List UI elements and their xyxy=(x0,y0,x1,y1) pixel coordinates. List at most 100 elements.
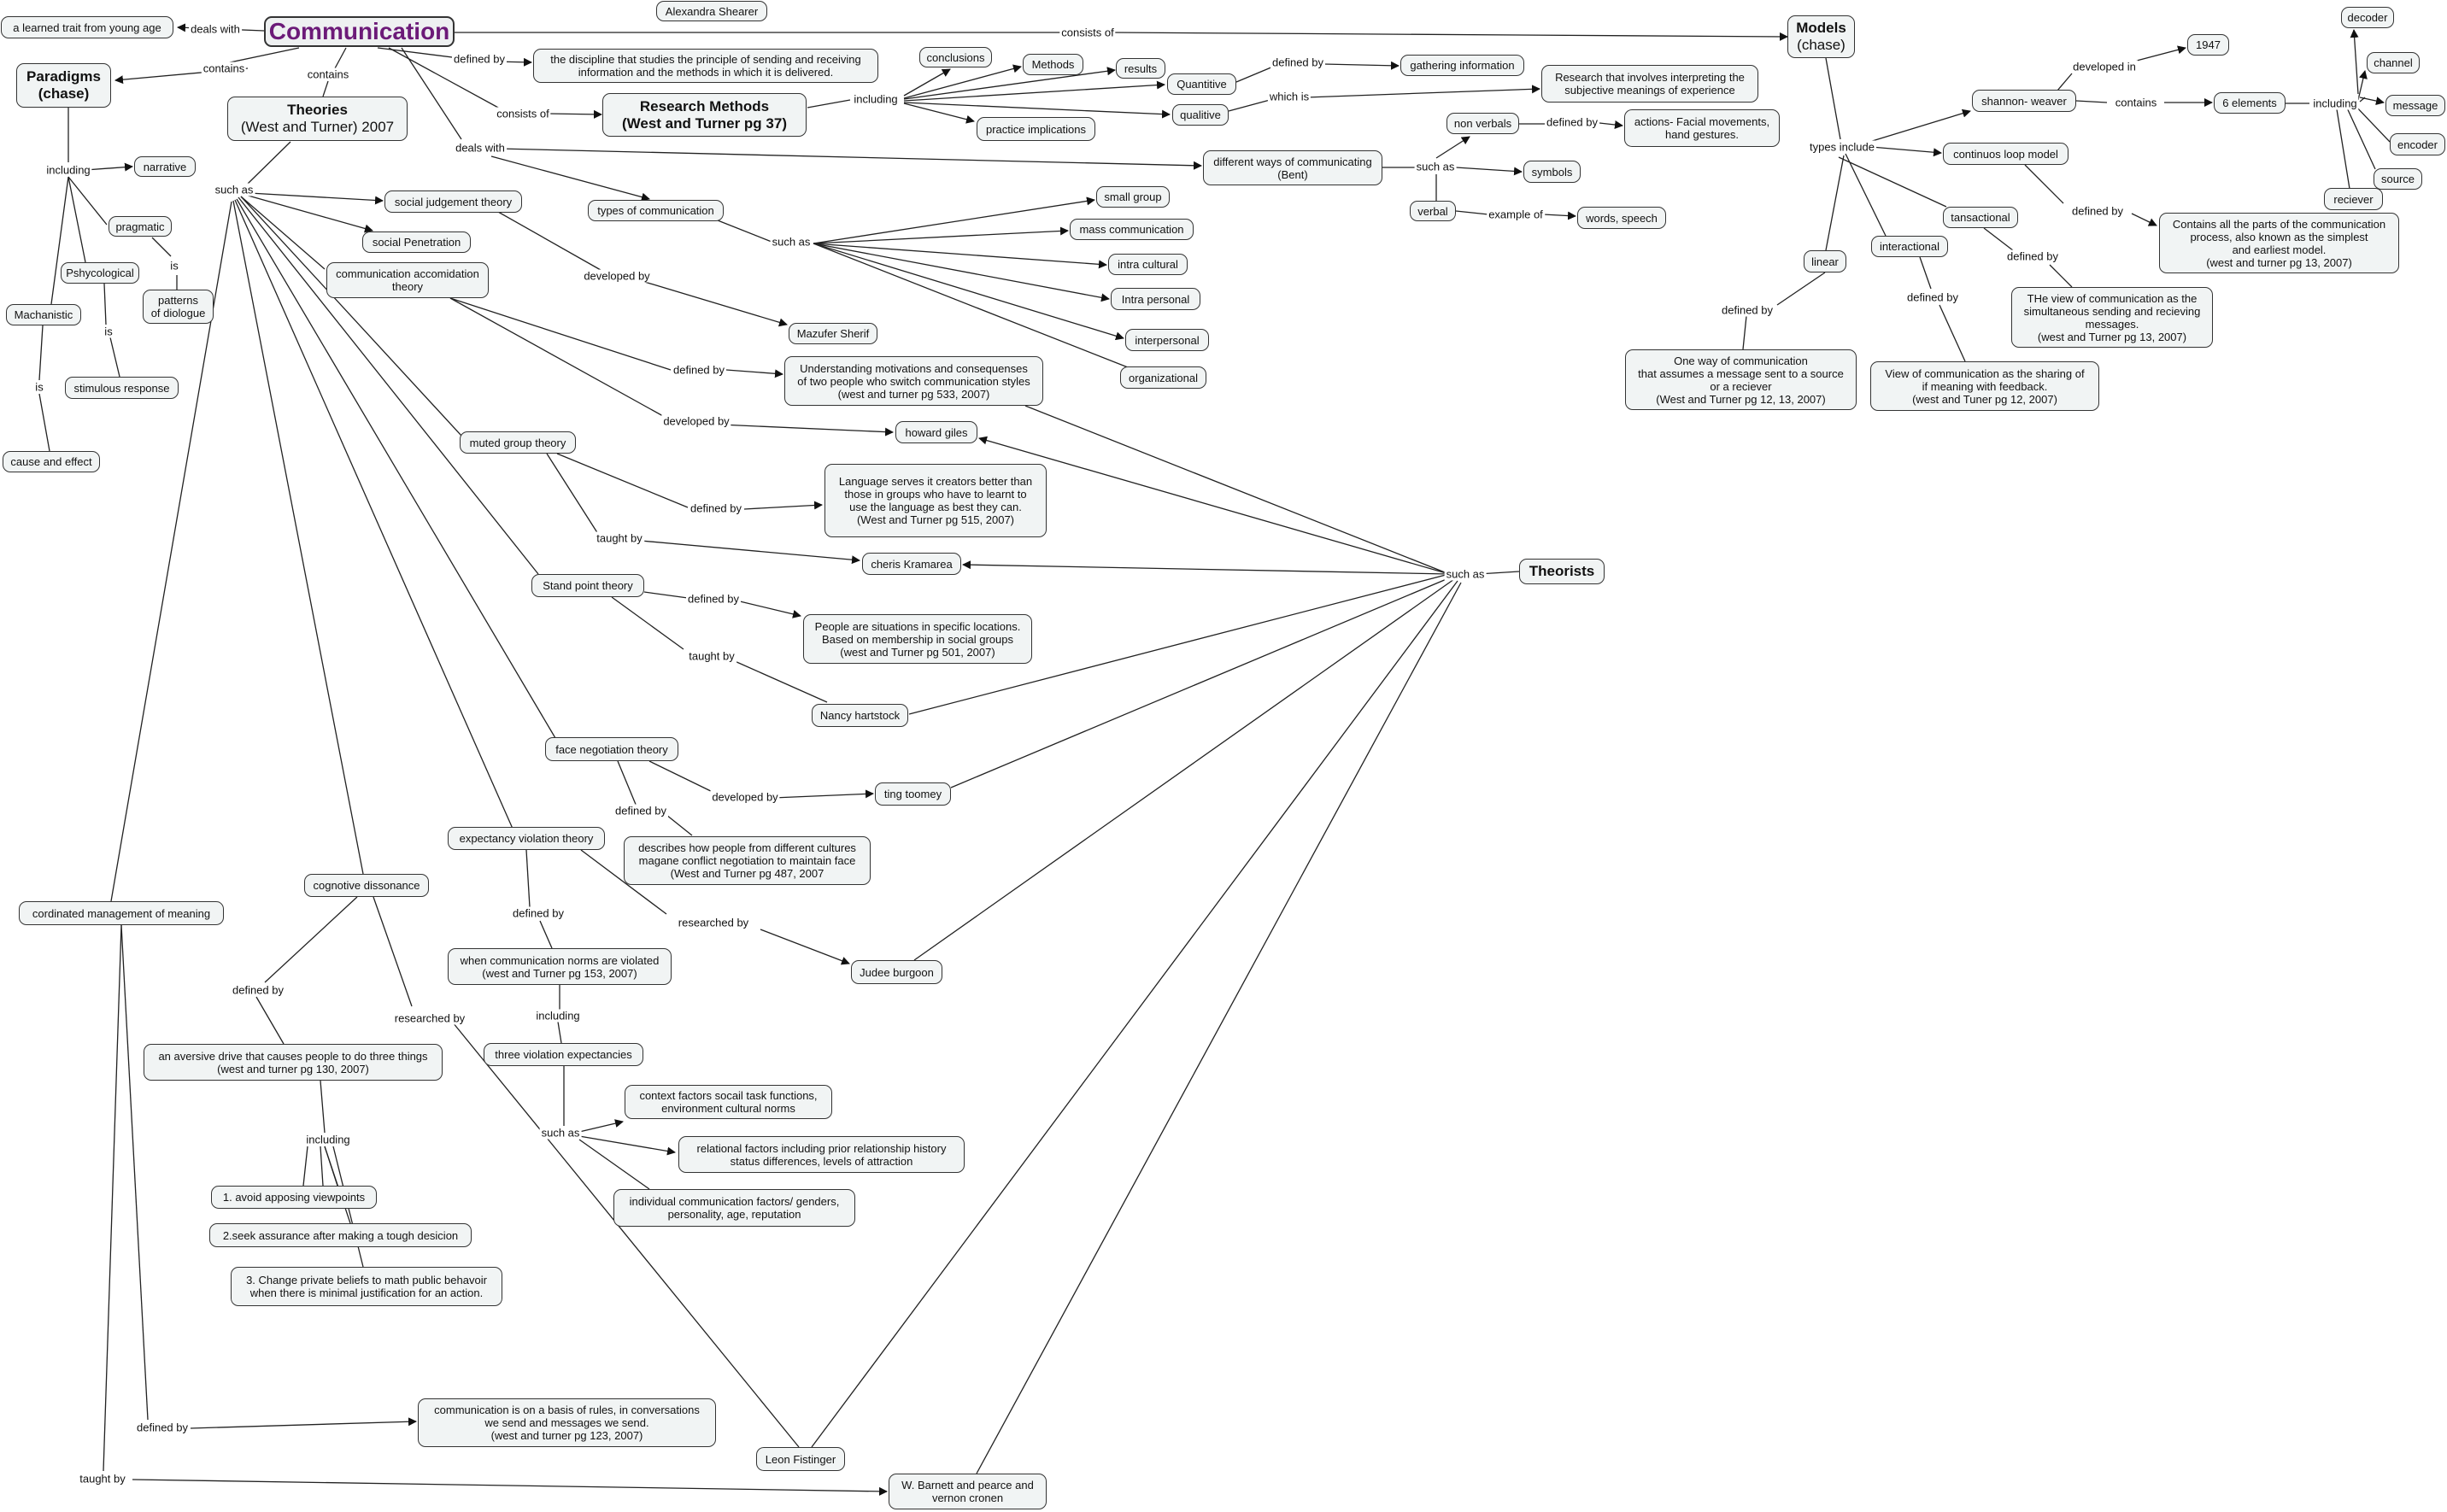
node-ways-of-communicating[interactable]: different ways of communicating (Bent) xyxy=(1203,150,1382,185)
connector-arrow xyxy=(903,80,1165,102)
connector-arrow xyxy=(719,424,894,437)
node-decoder[interactable]: decoder xyxy=(2341,7,2394,28)
node-quantitive[interactable]: Quantitive xyxy=(1167,73,1236,95)
node-cd-item-2[interactable]: 2.seek assurance after making a tough de… xyxy=(209,1223,472,1247)
node-paradigms[interactable]: Paradigms (chase) xyxy=(16,63,111,108)
node-linear[interactable]: linear xyxy=(1804,250,1846,273)
connector-line xyxy=(617,760,637,807)
node-types-of-communication[interactable]: types of communication xyxy=(588,200,724,221)
node-howard-giles[interactable]: howard giles xyxy=(895,421,977,443)
node-qualitive[interactable]: qualitive xyxy=(1172,104,1229,126)
node-face-negotiation[interactable]: face negotiation theory xyxy=(545,737,678,761)
node-cd-item-3[interactable]: 3. Change private beliefs to math public… xyxy=(231,1267,502,1306)
node-definition[interactable]: the discipline that studies the principl… xyxy=(533,49,878,83)
root-communication[interactable]: Communication xyxy=(264,16,455,47)
node-cd-item-1[interactable]: 1. avoid apposing viewpoints xyxy=(211,1186,377,1209)
node-three-violation[interactable]: three violation expectancies xyxy=(484,1043,643,1066)
connector-line xyxy=(1845,153,1887,237)
node-conclusions[interactable]: conclusions xyxy=(919,47,992,67)
node-theorists[interactable]: Theorists xyxy=(1519,559,1605,584)
label-defined-by-11: defined by xyxy=(2070,204,2125,218)
node-transactional[interactable]: tansactional xyxy=(1943,207,2018,228)
label-such-as-4: such as xyxy=(1444,567,1487,581)
node-social-penetration[interactable]: social Penetration xyxy=(362,231,471,253)
node-muted-definition[interactable]: Language serves it creators better than … xyxy=(824,464,1047,537)
node-patterns[interactable]: patterns of diologue xyxy=(143,290,214,324)
node-methods[interactable]: Methods xyxy=(1023,54,1083,75)
label-is-3: is xyxy=(33,380,45,394)
node-6-elements[interactable]: 6 elements xyxy=(2214,92,2286,114)
connector-arrow xyxy=(903,103,975,124)
connector-line xyxy=(373,896,413,1007)
node-social-judgement[interactable]: social judgement theory xyxy=(384,190,522,213)
node-narrative[interactable]: narrative xyxy=(134,156,196,177)
connector-arrow xyxy=(978,436,1450,575)
node-individual-factors[interactable]: individual communication factors/ gender… xyxy=(613,1189,855,1227)
node-theories[interactable]: Theories (West and Turner) 2007 xyxy=(227,97,408,141)
node-cognitive-dissonance[interactable]: cognotive dissonance xyxy=(304,874,429,897)
node-cd-definition[interactable]: an aversive drive that causes people to … xyxy=(144,1044,443,1081)
node-shannon-weaver[interactable]: shannon- weaver xyxy=(1972,90,2076,112)
node-psychological[interactable]: Pshycological xyxy=(61,262,139,284)
author-name[interactable]: Alexandra Shearer xyxy=(656,1,767,21)
node-mass-communication[interactable]: mass communication xyxy=(1070,219,1194,240)
node-context-factors[interactable]: context factors socail task functions, e… xyxy=(625,1085,832,1119)
node-linear-definition[interactable]: One way of communication that assumes a … xyxy=(1625,349,1857,410)
node-actions[interactable]: actions- Facial movements, hand gestures… xyxy=(1624,109,1780,147)
node-intra-cultural[interactable]: intra cultural xyxy=(1108,254,1188,275)
node-mechanistic[interactable]: Machanistic xyxy=(6,304,81,325)
node-pragmatic[interactable]: pragmatic xyxy=(109,216,172,237)
node-cat-definition[interactable]: Understanding motivations and consequens… xyxy=(784,356,1043,406)
node-loop-definition[interactable]: Contains all the parts of the communicat… xyxy=(2159,213,2399,273)
node-learned-trait[interactable]: a learned trait from young age xyxy=(1,16,173,38)
node-judee-burgoon[interactable]: Judee burgoon xyxy=(851,960,942,984)
node-symbols[interactable]: symbols xyxy=(1523,161,1581,183)
connector-arrow xyxy=(813,196,1095,244)
node-small-group[interactable]: small group xyxy=(1096,186,1170,208)
node-face-definition[interactable]: describes how people from different cult… xyxy=(624,836,871,885)
node-continuous-loop[interactable]: continuos loop model xyxy=(1943,143,2069,165)
node-mazufer-sherif[interactable]: Mazufer Sherif xyxy=(789,323,877,344)
node-cmm-definition[interactable]: communication is on a basis of rules, in… xyxy=(418,1398,716,1447)
node-ting-toomey[interactable]: ting toomey xyxy=(875,782,951,806)
node-muted-group[interactable]: muted group theory xyxy=(460,431,576,454)
node-intra-personal[interactable]: Intra personal xyxy=(1111,288,1200,310)
node-models[interactable]: Models (chase) xyxy=(1787,15,1855,58)
node-reciever[interactable]: reciever xyxy=(2324,188,2383,210)
node-standpoint[interactable]: Stand point theory xyxy=(531,574,644,597)
node-interactional-definition[interactable]: View of communication as the sharing of … xyxy=(1870,361,2099,411)
node-evt-definition[interactable]: when communication norms are violated (w… xyxy=(448,948,672,985)
node-message[interactable]: message xyxy=(2385,95,2445,116)
node-interactional[interactable]: interactional xyxy=(1871,236,1948,257)
node-barnett-pearce-cronen[interactable]: W. Barnett and pearce and vernon cronen xyxy=(889,1474,1047,1509)
node-communication-accommodation[interactable]: communication accomidation theory xyxy=(326,262,489,298)
node-stimulous[interactable]: stimulous response xyxy=(65,377,179,399)
node-cmm[interactable]: cordinated management of meaning xyxy=(19,901,224,925)
node-standpoint-definition[interactable]: People are situations in specific locati… xyxy=(803,614,1032,664)
node-transactional-definition[interactable]: THe view of communication as the simulta… xyxy=(2011,287,2213,348)
node-expectancy-violation[interactable]: expectancy violation theory xyxy=(448,827,605,850)
node-verbal[interactable]: verbal xyxy=(1410,201,1456,221)
node-interpersonal[interactable]: interpersonal xyxy=(1125,329,1209,351)
node-leon-festinger[interactable]: Leon Fistinger xyxy=(756,1447,845,1471)
connector-line xyxy=(452,1022,800,1448)
node-organizational[interactable]: organizational xyxy=(1120,366,1206,389)
node-practice-implications[interactable]: practice implications xyxy=(977,117,1095,141)
label-contains-3: contains xyxy=(2113,96,2159,109)
node-nancy-hartstock[interactable]: Nancy hartstock xyxy=(812,704,908,727)
node-channel[interactable]: channel xyxy=(2367,52,2420,73)
node-research-methods[interactable]: Research Methods (West and Turner pg 37) xyxy=(602,93,807,137)
node-words-speech[interactable]: words, speech xyxy=(1577,207,1666,229)
node-qualitive-definition[interactable]: Research that involves interpreting the … xyxy=(1541,65,1758,103)
node-1947[interactable]: 1947 xyxy=(2187,34,2229,56)
node-non-verbals[interactable]: non verbals xyxy=(1446,113,1519,134)
connector-line xyxy=(240,196,326,270)
node-cheris-kramarea[interactable]: cheris Kramarea xyxy=(862,553,961,575)
node-cause-effect[interactable]: cause and effect xyxy=(3,451,100,472)
label-defined-by-12: defined by xyxy=(2005,249,2060,263)
node-results[interactable]: results xyxy=(1116,58,1165,79)
node-source[interactable]: source xyxy=(2374,168,2422,190)
node-gathering-info[interactable]: gathering information xyxy=(1400,55,1524,76)
node-relational-factors[interactable]: relational factors including prior relat… xyxy=(678,1136,965,1173)
node-encoder[interactable]: encoder xyxy=(2390,133,2445,155)
